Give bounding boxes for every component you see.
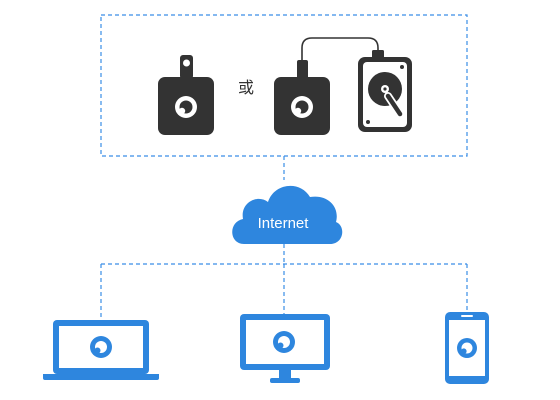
- hard-drive-icon: [358, 50, 412, 132]
- or-label: 或: [238, 78, 254, 97]
- cloud-label: Internet: [258, 215, 310, 232]
- laptop-icon: [43, 320, 159, 380]
- desktop-monitor-icon: [240, 314, 330, 383]
- internet-cloud-icon: Internet: [232, 185, 343, 244]
- box-device-connected-icon: [274, 37, 379, 135]
- standalone-box-device-icon: [158, 55, 214, 135]
- smartphone-icon: [445, 312, 489, 384]
